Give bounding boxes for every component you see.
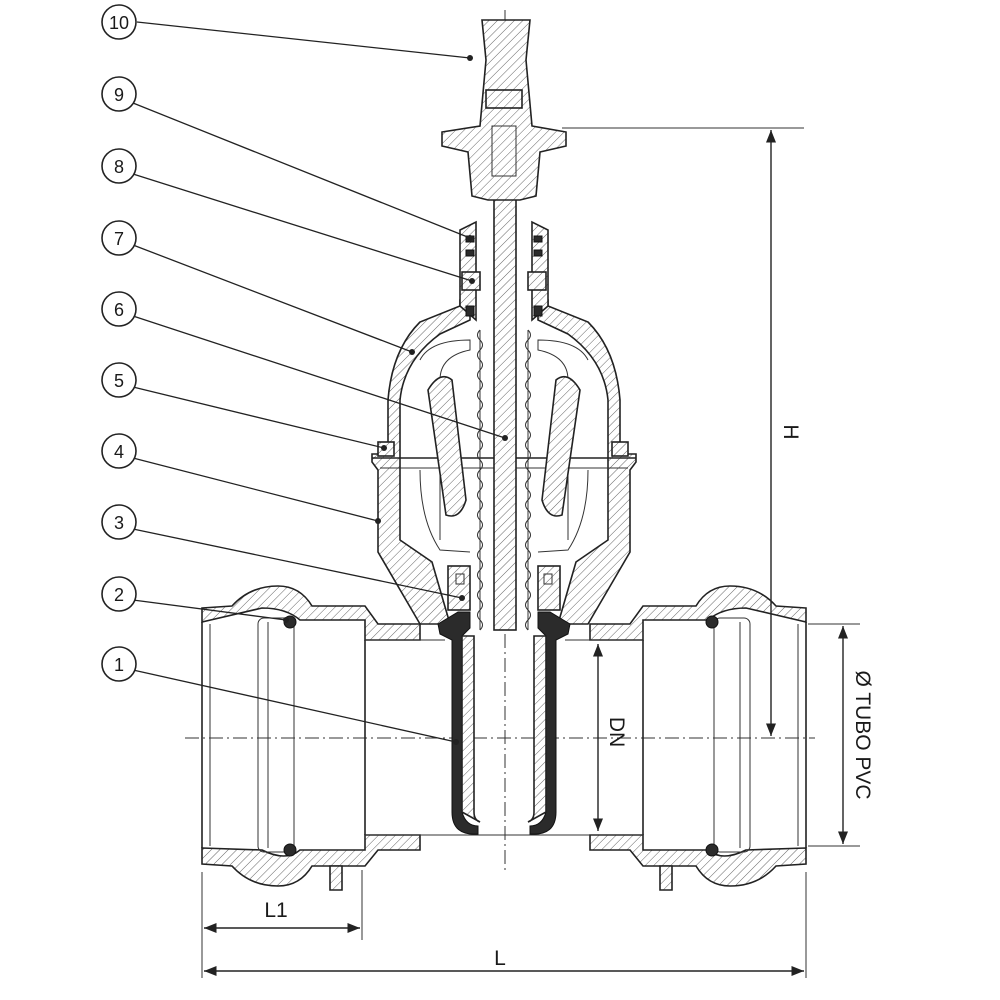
dimension-DN: DN — [592, 644, 628, 831]
callout-1-label: 1 — [114, 655, 124, 675]
dimension-L1-label: L1 — [264, 899, 287, 922]
callout-5: 5 — [101, 362, 137, 398]
callout-7-label: 7 — [114, 229, 124, 249]
callout-9-label: 9 — [114, 85, 124, 105]
dimension-L1: L1 — [204, 870, 363, 940]
stem-neck — [459, 220, 549, 322]
callout-3: 3 — [101, 504, 137, 540]
callout-4: 4 — [101, 433, 137, 469]
valve-stem — [477, 129, 531, 631]
callout-10-label: 10 — [109, 13, 129, 33]
callout-2: 2 — [101, 576, 137, 612]
stem-cap — [441, 19, 567, 201]
valve-bonnet — [371, 299, 637, 625]
dimension-DN-label: DN — [605, 717, 628, 747]
callout-8: 8 — [101, 148, 137, 184]
gate-wedge — [437, 611, 571, 835]
valve-body — [201, 585, 807, 891]
dimension-L: L — [201, 872, 807, 978]
dimension-H-label: H — [779, 424, 802, 439]
dimension-pipe-diameter: Ø TUBO PVC — [808, 623, 874, 847]
callout-7: 7 — [101, 220, 137, 256]
dimension-L-label: L — [494, 947, 506, 970]
callout-5-label: 5 — [114, 371, 124, 391]
dimension-H: H — [562, 127, 804, 736]
callout-4-label: 4 — [114, 442, 124, 462]
callout-2-label: 2 — [114, 585, 124, 605]
callout-6: 6 — [101, 291, 137, 327]
callout-9: 9 — [101, 76, 137, 112]
dimension-pipe-label: Ø TUBO PVC — [851, 670, 874, 799]
callout-8-label: 8 — [114, 157, 124, 177]
callout-10: 10 — [101, 4, 137, 40]
callout-1: 1 — [101, 646, 137, 682]
callout-6-label: 6 — [114, 300, 124, 320]
callout-3-label: 3 — [114, 513, 124, 533]
leader-lines — [132, 21, 508, 745]
